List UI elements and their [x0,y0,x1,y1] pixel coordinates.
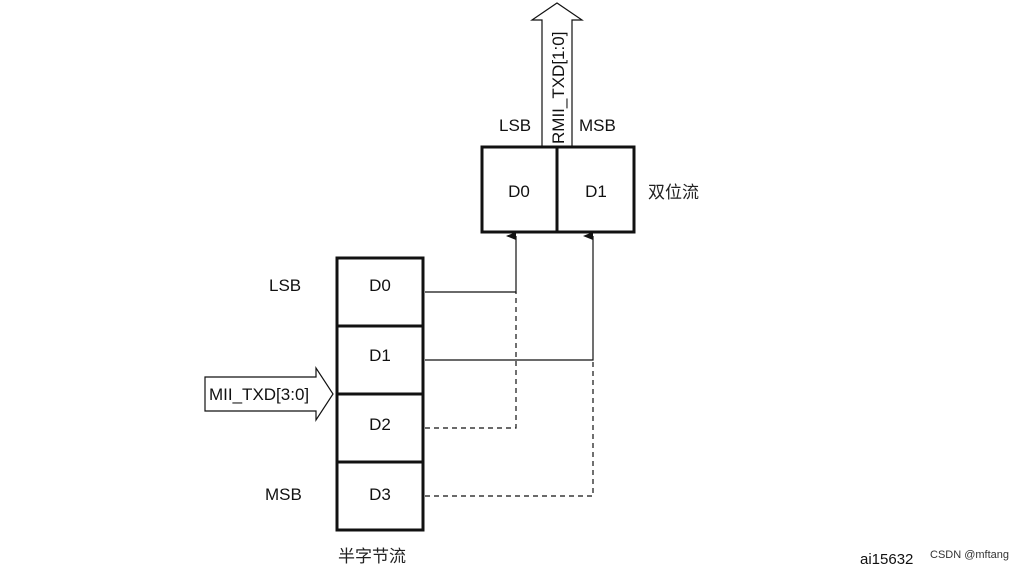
nibble-cell-d0: D0 [369,276,391,295]
nibble-cell-d2: D2 [369,415,391,434]
line-d1-to-dibit-d1 [425,232,594,361]
line-d3-dashed [425,360,594,497]
nibble-msb-label: MSB [265,485,302,504]
dibit-msb-label: MSB [579,116,616,135]
line-d2-dashed [425,292,517,429]
nibble-lsb-label: LSB [269,276,301,295]
connection-lines [425,232,594,497]
dibit-cell-d0: D0 [508,182,530,201]
dibit-lsb-label: LSB [499,116,531,135]
dibit-register: D0 D1 [480,145,636,234]
line-d0-to-dibit-d0 [425,232,517,293]
figure-id: ai15632 [860,551,913,568]
watermark: CSDN @mftang [930,549,1009,561]
input-bus-label: MII_TXD[3:0] [209,385,309,404]
output-bus-label: RMII_TXD[1:0] [549,32,568,144]
nibble-register: D0 D1 D2 D3 [335,256,425,532]
nibble-cell-d3: D3 [369,485,391,504]
input-bus-arrow [204,365,334,423]
dibit-cell-d1: D1 [585,182,607,201]
output-bus-arrow [530,2,584,147]
nibble-title: 半字节流 [338,547,406,567]
nibble-cell-d1: D1 [369,346,391,365]
dibit-title: 双位流 [648,183,699,203]
